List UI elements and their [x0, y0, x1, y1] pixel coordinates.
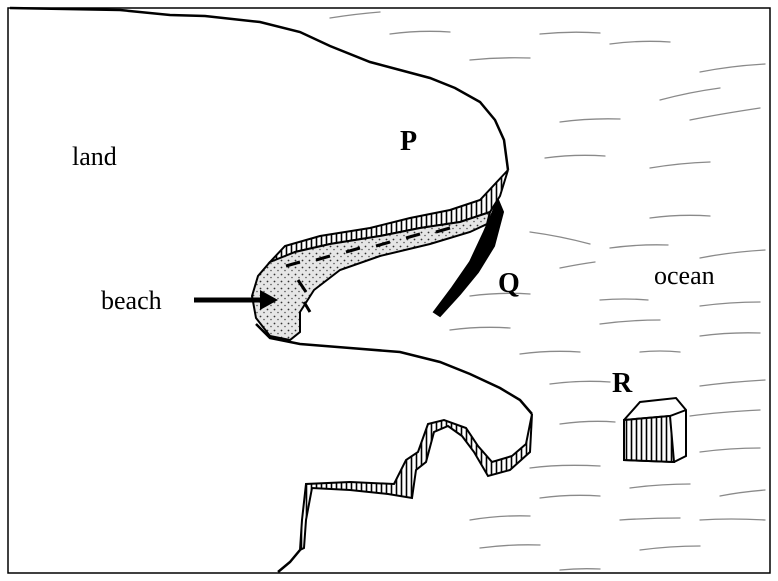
label-q: Q: [498, 268, 520, 299]
label-p: P: [400, 126, 417, 157]
label-ocean: ocean: [654, 261, 715, 290]
label-r: R: [612, 368, 633, 399]
label-land: land: [72, 142, 117, 171]
label-beach: beach: [101, 286, 162, 315]
